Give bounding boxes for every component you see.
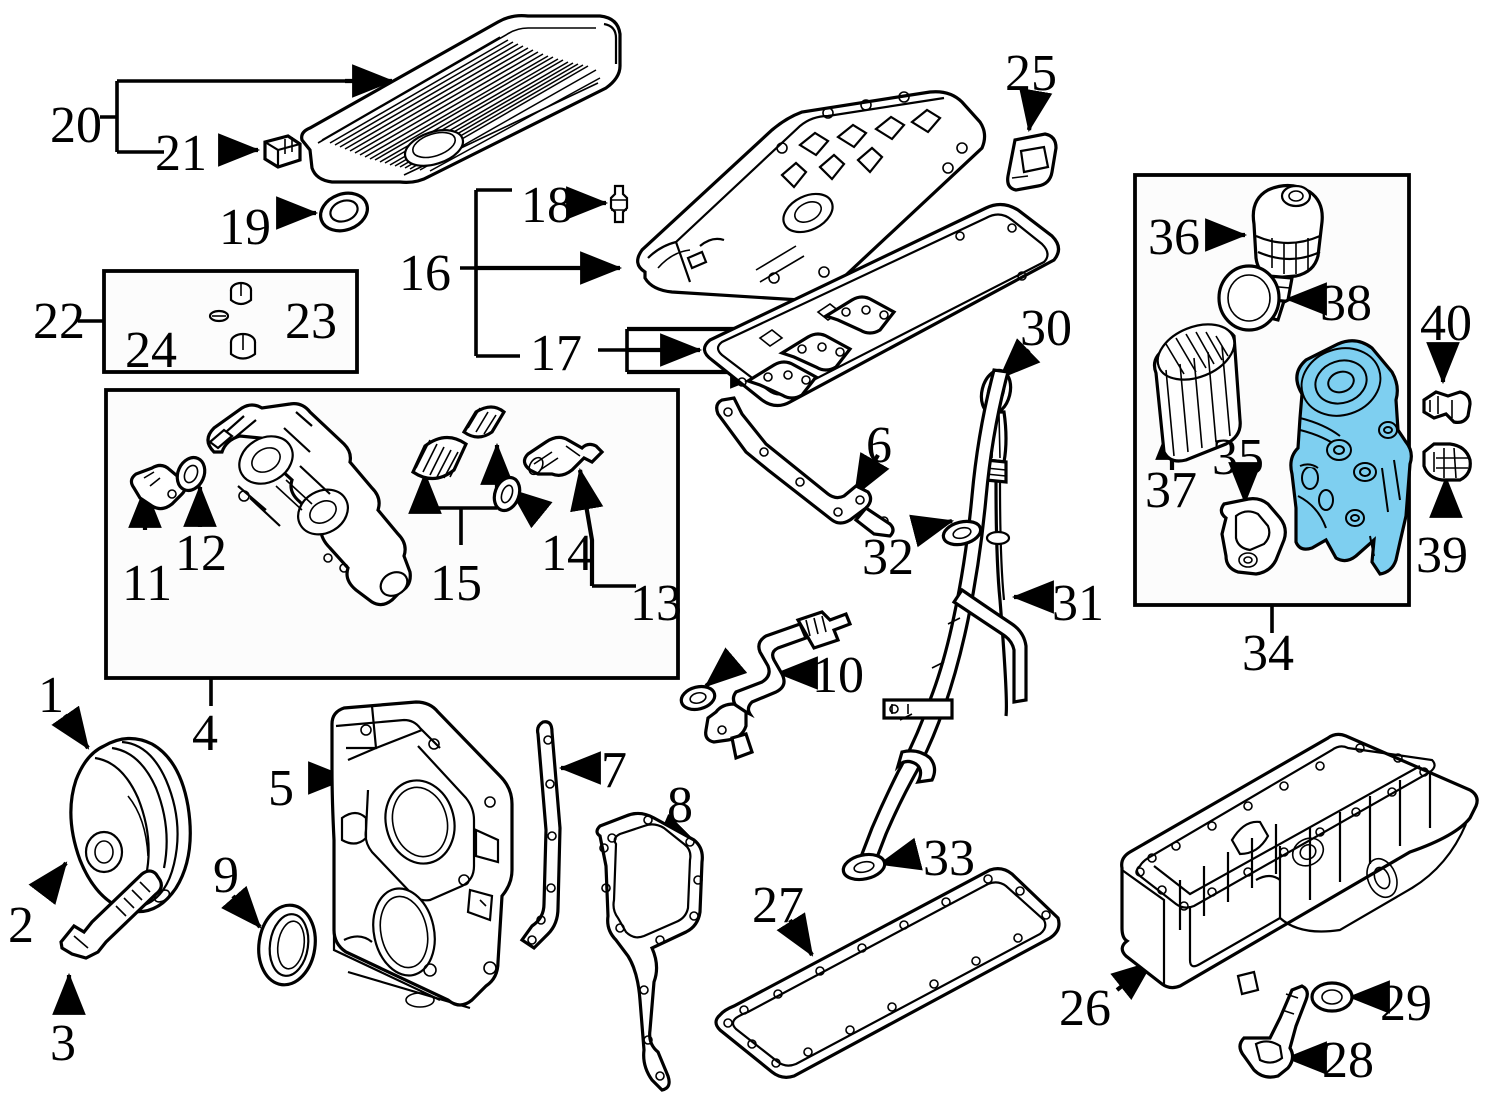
part-sealing-washer	[492, 475, 522, 513]
callout-label-8: 8	[667, 777, 693, 834]
part-relief-plug	[461, 405, 507, 439]
arrow-25	[1019, 87, 1053, 133]
part-filter-cap-oring	[1217, 264, 1281, 332]
part-drain-washer	[1310, 981, 1354, 1013]
callout-label-13: 13	[630, 575, 682, 632]
callout-label-19: 19	[219, 199, 271, 256]
part-dipstick-oring	[941, 519, 983, 547]
callout-label-12: 12	[175, 525, 227, 582]
bracket-13	[570, 467, 636, 588]
part-timing-cover-gasket	[519, 720, 562, 951]
part-gasket-strip-a	[822, 295, 897, 335]
part-timing-cover	[330, 700, 514, 1010]
callout-label-22: 22	[33, 293, 85, 350]
callout-label-36: 36	[1148, 209, 1200, 266]
part-rear-seal-gasket	[595, 811, 704, 1092]
part-plug-small	[229, 281, 253, 306]
callout-label-5: 5	[268, 760, 294, 817]
bracket-20	[100, 64, 395, 154]
callout-label-1: 1	[38, 667, 64, 724]
callout-label-23: 23	[285, 293, 337, 350]
part-head-bracket-gasket	[715, 396, 895, 538]
callout-label-27: 27	[752, 877, 804, 934]
callout-label-28: 28	[1322, 1032, 1374, 1089]
callout-label-11: 11	[122, 555, 173, 612]
part-housing-gasket	[1219, 497, 1287, 576]
part-plug-cap	[208, 309, 230, 323]
callout-label-32: 32	[862, 529, 914, 586]
part-oil-pump	[206, 402, 412, 607]
part-engine-cover	[300, 14, 622, 184]
callout-label-7: 7	[601, 742, 627, 799]
callout-label-24: 24	[125, 322, 177, 379]
part-front-seal	[257, 903, 317, 987]
part-oil-pressure-switch	[129, 463, 187, 511]
part-relief-spring	[410, 435, 469, 481]
part-plug-large	[229, 332, 257, 360]
callout-label-38: 38	[1320, 275, 1372, 332]
arrow-2	[28, 861, 68, 905]
callout-label-37: 37	[1145, 462, 1197, 519]
part-bolt-short	[1422, 442, 1472, 482]
callout-label-15: 15	[430, 555, 482, 612]
part-oil-filter-housing-highlighted	[1289, 339, 1413, 576]
part-filler-seal	[319, 191, 369, 233]
callout-label-16: 16	[399, 245, 451, 302]
part-crank-bolt	[59, 869, 163, 960]
callout-label-3: 3	[50, 1015, 76, 1072]
part-grommet-bolt	[609, 184, 629, 224]
callout-label-39: 39	[1416, 527, 1468, 584]
part-gasket-strip-b	[778, 332, 853, 372]
callout-label-25: 25	[1005, 45, 1057, 102]
part-valve-cover-cap	[1006, 132, 1058, 192]
callout-label-40: 40	[1420, 295, 1472, 352]
arrow-27	[776, 912, 814, 957]
arrow-1	[51, 705, 90, 750]
part-oil-pan-gasket	[714, 867, 1061, 1079]
part-oring-12	[175, 455, 207, 493]
callout-label-14: 14	[541, 525, 593, 582]
callout-label-31: 31	[1052, 575, 1104, 632]
part-valve-cover	[636, 90, 987, 302]
part-bolt-long	[1422, 390, 1472, 424]
callout-label-29: 29	[1380, 975, 1432, 1032]
callout-label-26: 26	[1059, 980, 1111, 1037]
callout-label-35: 35	[1212, 429, 1264, 486]
part-oil-pressure-line	[704, 610, 853, 761]
callout-label-21: 21	[155, 125, 207, 182]
part-crank-pulley	[69, 736, 192, 914]
callout-label-2: 2	[8, 897, 34, 954]
callout-label-9: 9	[213, 847, 239, 904]
callout-label-18: 18	[521, 177, 573, 234]
part-oring-12-lower	[679, 684, 717, 712]
callout-label-6: 6	[866, 417, 892, 474]
bracket-16	[460, 188, 623, 358]
callout-label-34: 34	[1242, 625, 1294, 682]
part-drain-fitting	[1238, 984, 1309, 1079]
callout-label-30: 30	[1020, 300, 1072, 357]
part-oil-pan	[1120, 732, 1479, 996]
callout-label-33: 33	[923, 830, 975, 887]
part-cover-clip	[263, 134, 302, 169]
part-relief-valve	[522, 435, 605, 477]
callout-label-20: 20	[50, 97, 102, 154]
callout-label-17: 17	[530, 325, 582, 382]
part-dipstick-lower-seal	[841, 852, 887, 882]
arrow-12-lower	[704, 647, 748, 688]
callout-label-4: 4	[192, 705, 218, 762]
callout-label-10: 10	[812, 647, 864, 704]
part-oil-filter-element	[1152, 323, 1242, 463]
arrow-32	[909, 514, 955, 548]
part-gasket-strip-c	[744, 360, 819, 400]
arrow-9	[221, 885, 262, 929]
